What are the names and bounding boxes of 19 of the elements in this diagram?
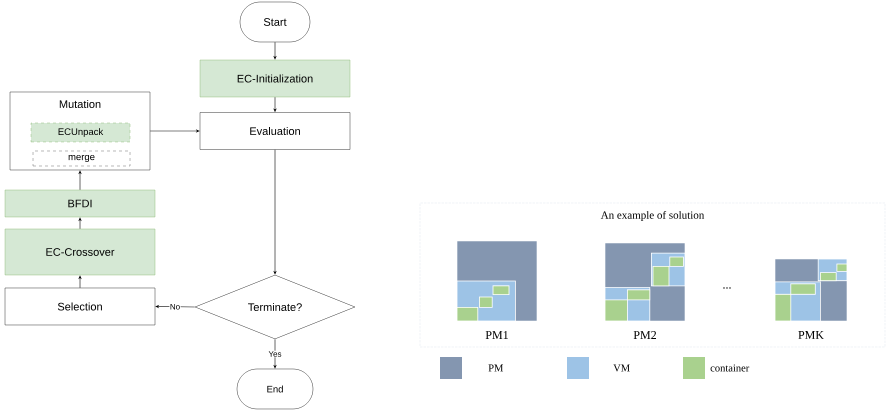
node-label: PM2 [634, 331, 656, 339]
process-box: EC-Initialization [200, 60, 350, 98]
machine-drawing: PM1 [456, 240, 538, 339]
edge-label: Yes [268, 350, 282, 358]
edge-label: No [169, 303, 181, 310]
machine-drawing: PMK [774, 258, 848, 339]
process-box: Selection [4, 288, 156, 326]
process-box: ECUnpack [30, 122, 130, 142]
ellipsis-label: ... [723, 287, 731, 289]
process-box: EC-Crossover [4, 228, 156, 276]
node-label: PMK [798, 331, 824, 339]
machine-drawing: PM2 [604, 242, 686, 339]
process-box: BFDI [4, 190, 156, 218]
node-label: PM1 [486, 331, 508, 339]
process-box: merge [32, 150, 130, 166]
process-box: Evaluation [200, 112, 350, 150]
legend-label: PM [488, 364, 504, 372]
legend-label: container [710, 364, 750, 372]
legend-label: VM [613, 364, 630, 372]
